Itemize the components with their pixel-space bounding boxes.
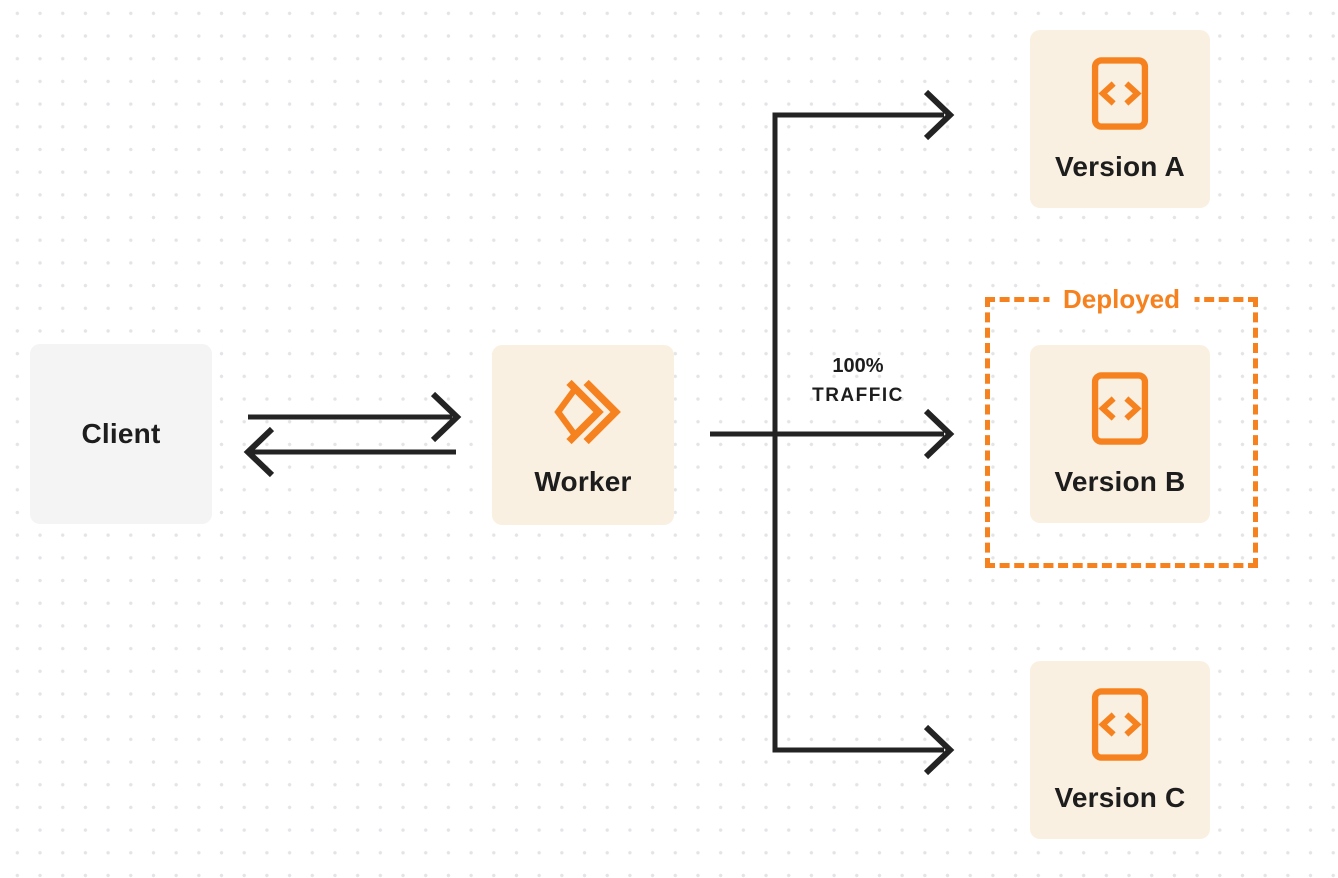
arrow-worker-to-client: [243, 426, 456, 478]
node-client-label: Client: [81, 418, 161, 449]
code-file-icon: [1091, 687, 1149, 761]
node-version-a-label: Version A: [1055, 150, 1185, 182]
node-version-c-label: Version C: [1054, 781, 1186, 813]
node-version-a: Version A: [1030, 30, 1210, 208]
deployed-label: Deployed: [1048, 284, 1195, 315]
code-file-icon: [1091, 371, 1149, 445]
node-version-b: Version B: [1030, 345, 1210, 523]
traffic-annotation: 100% TRAFFIC: [788, 351, 928, 411]
cloudflare-workers-logo-icon: [554, 379, 621, 445]
node-worker: Worker: [492, 345, 674, 525]
arrow-client-to-worker: [248, 391, 462, 443]
code-file-icon: [1091, 56, 1149, 130]
arrow-worker-to-version-b: [710, 408, 955, 460]
node-version-b-label: Version B: [1054, 465, 1186, 497]
node-version-c: Version C: [1030, 661, 1210, 839]
arrow-to-version-c: [923, 724, 955, 776]
node-client: Client: [30, 344, 212, 524]
deployed-frame: Deployed: [985, 284, 1258, 568]
traffic-word-label: TRAFFIC: [812, 385, 904, 406]
node-worker-label: Worker: [534, 466, 632, 497]
traffic-percent-label: 100%: [832, 355, 884, 377]
arrow-to-version-a: [923, 89, 955, 141]
